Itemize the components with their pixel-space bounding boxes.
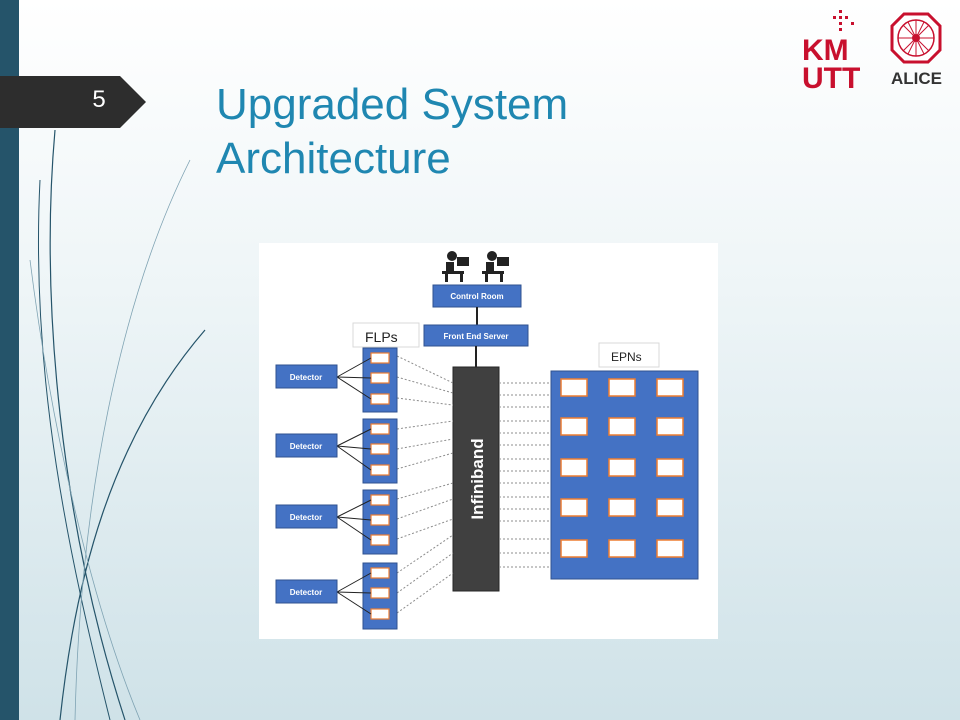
- front-end-server-label: Front End Server: [444, 332, 509, 341]
- left-accent-bar: [0, 0, 19, 720]
- detector-label: Detector: [290, 373, 322, 382]
- slide-number-tab: [0, 76, 146, 128]
- slide-number: 5: [92, 86, 106, 113]
- flp-links: [396, 355, 454, 614]
- architecture-diagram: Control Room Front End Server FLPs EPNs …: [259, 243, 718, 639]
- logos: KM UTT ALICE: [802, 10, 942, 92]
- detector-label: Detector: [290, 442, 322, 451]
- kmutt-logo-line1: KM: [802, 34, 849, 67]
- operator-icon: [482, 251, 509, 282]
- epns-label: EPNs: [611, 350, 642, 364]
- kmutt-logo: KM UTT: [802, 10, 860, 92]
- decorative-curves: [29, 129, 206, 720]
- flp-group-2: [362, 418, 398, 484]
- detector-box-4: Detector: [275, 579, 338, 604]
- detector-label: Detector: [290, 588, 322, 597]
- title-line-1: Upgraded System: [216, 80, 569, 129]
- detector-box-1: Detector: [275, 364, 338, 389]
- infiniband-label: Infiniband: [468, 438, 487, 519]
- detector-box-2: Detector: [275, 433, 338, 458]
- alice-logo: ALICE: [890, 12, 942, 88]
- kmutt-logo-line2: UTT: [802, 62, 860, 92]
- slide-title: Upgraded System Architecture: [216, 78, 776, 186]
- detector-links: [336, 357, 372, 615]
- title-line-2: Architecture: [216, 134, 451, 183]
- flps-label: FLPs: [365, 329, 398, 345]
- operator-icon: [442, 251, 469, 282]
- control-room-label: Control Room: [450, 292, 503, 301]
- epn-nodes: [560, 378, 684, 558]
- flp-group-1: [362, 347, 398, 413]
- infiniband-box: [452, 366, 500, 592]
- detector-label: Detector: [290, 513, 322, 522]
- detector-box-3: Detector: [275, 504, 338, 529]
- alice-logo-text: ALICE: [891, 69, 942, 88]
- flp-group-3: [362, 489, 398, 555]
- flp-group-4: [362, 562, 398, 630]
- epn-links: [499, 382, 551, 568]
